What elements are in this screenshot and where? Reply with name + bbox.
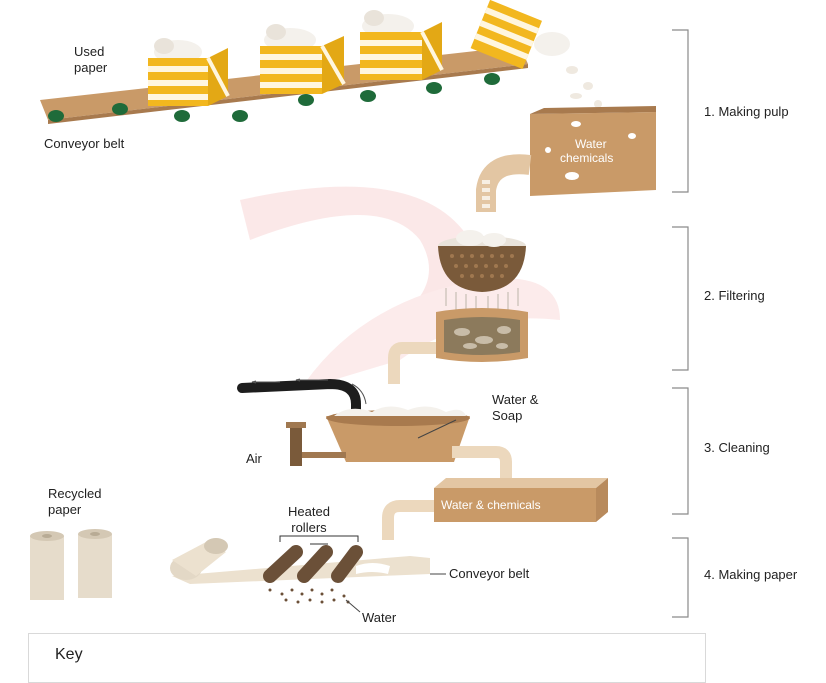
water-label: Water: [362, 610, 397, 625]
cleaning-tub: [326, 406, 470, 462]
paper-sheet-roll: [170, 538, 228, 580]
key-panel: Key: [28, 633, 706, 683]
conveyor-wheels: [48, 73, 500, 122]
watermark: [240, 186, 560, 390]
falling-paper-pieces: [566, 66, 602, 108]
conveyor-belt-bottom-label: Conveyor belt: [449, 566, 530, 581]
stage-label-making-pulp: 1. Making pulp: [704, 104, 789, 119]
bracket-making-pulp: [672, 29, 689, 193]
stage-label-making-paper: 4. Making paper: [704, 567, 798, 582]
bracket-filtering: [672, 226, 689, 371]
air-label: Air: [246, 451, 262, 466]
heated-rollers: [263, 535, 363, 583]
bracket-cleaning: [672, 387, 689, 515]
stage-brackets: [672, 29, 689, 618]
vat-chemicals-label: chemicals: [560, 151, 613, 165]
air-pump: [286, 422, 346, 466]
water-soap-label: Water &Soap: [492, 392, 539, 423]
water-chemicals-box: [434, 478, 608, 522]
pulp-vat: [530, 106, 656, 196]
tipping-crate: [470, 0, 570, 70]
filter-drain-pipe: [388, 342, 436, 384]
paper-crate-3: [360, 10, 444, 80]
stage-label-cleaning: 3. Cleaning: [704, 440, 770, 455]
vat-water-label: Water: [575, 137, 607, 151]
conveyor-belt-top-label: Conveyor belt: [44, 136, 125, 151]
key-title: Key: [55, 646, 83, 663]
water-droplets: [268, 588, 361, 613]
cleaning-drain-pipe: [452, 446, 512, 484]
water-chemicals-box-label: Water & chemicals: [441, 498, 541, 512]
filter-sieve: [438, 230, 526, 314]
stage-label-filtering: 2. Filtering: [704, 288, 765, 303]
pulp-pipe: [476, 154, 532, 212]
paper-crate-2: [260, 24, 346, 94]
paper-crate-1: [148, 38, 230, 106]
paper-roll-left: [30, 531, 64, 600]
filter-collection-tank: [436, 308, 528, 362]
paper-roll-right: [78, 529, 112, 598]
box-drain-pipe: [382, 500, 434, 540]
bracket-making-paper: [672, 537, 689, 618]
air-hose: [237, 378, 367, 425]
